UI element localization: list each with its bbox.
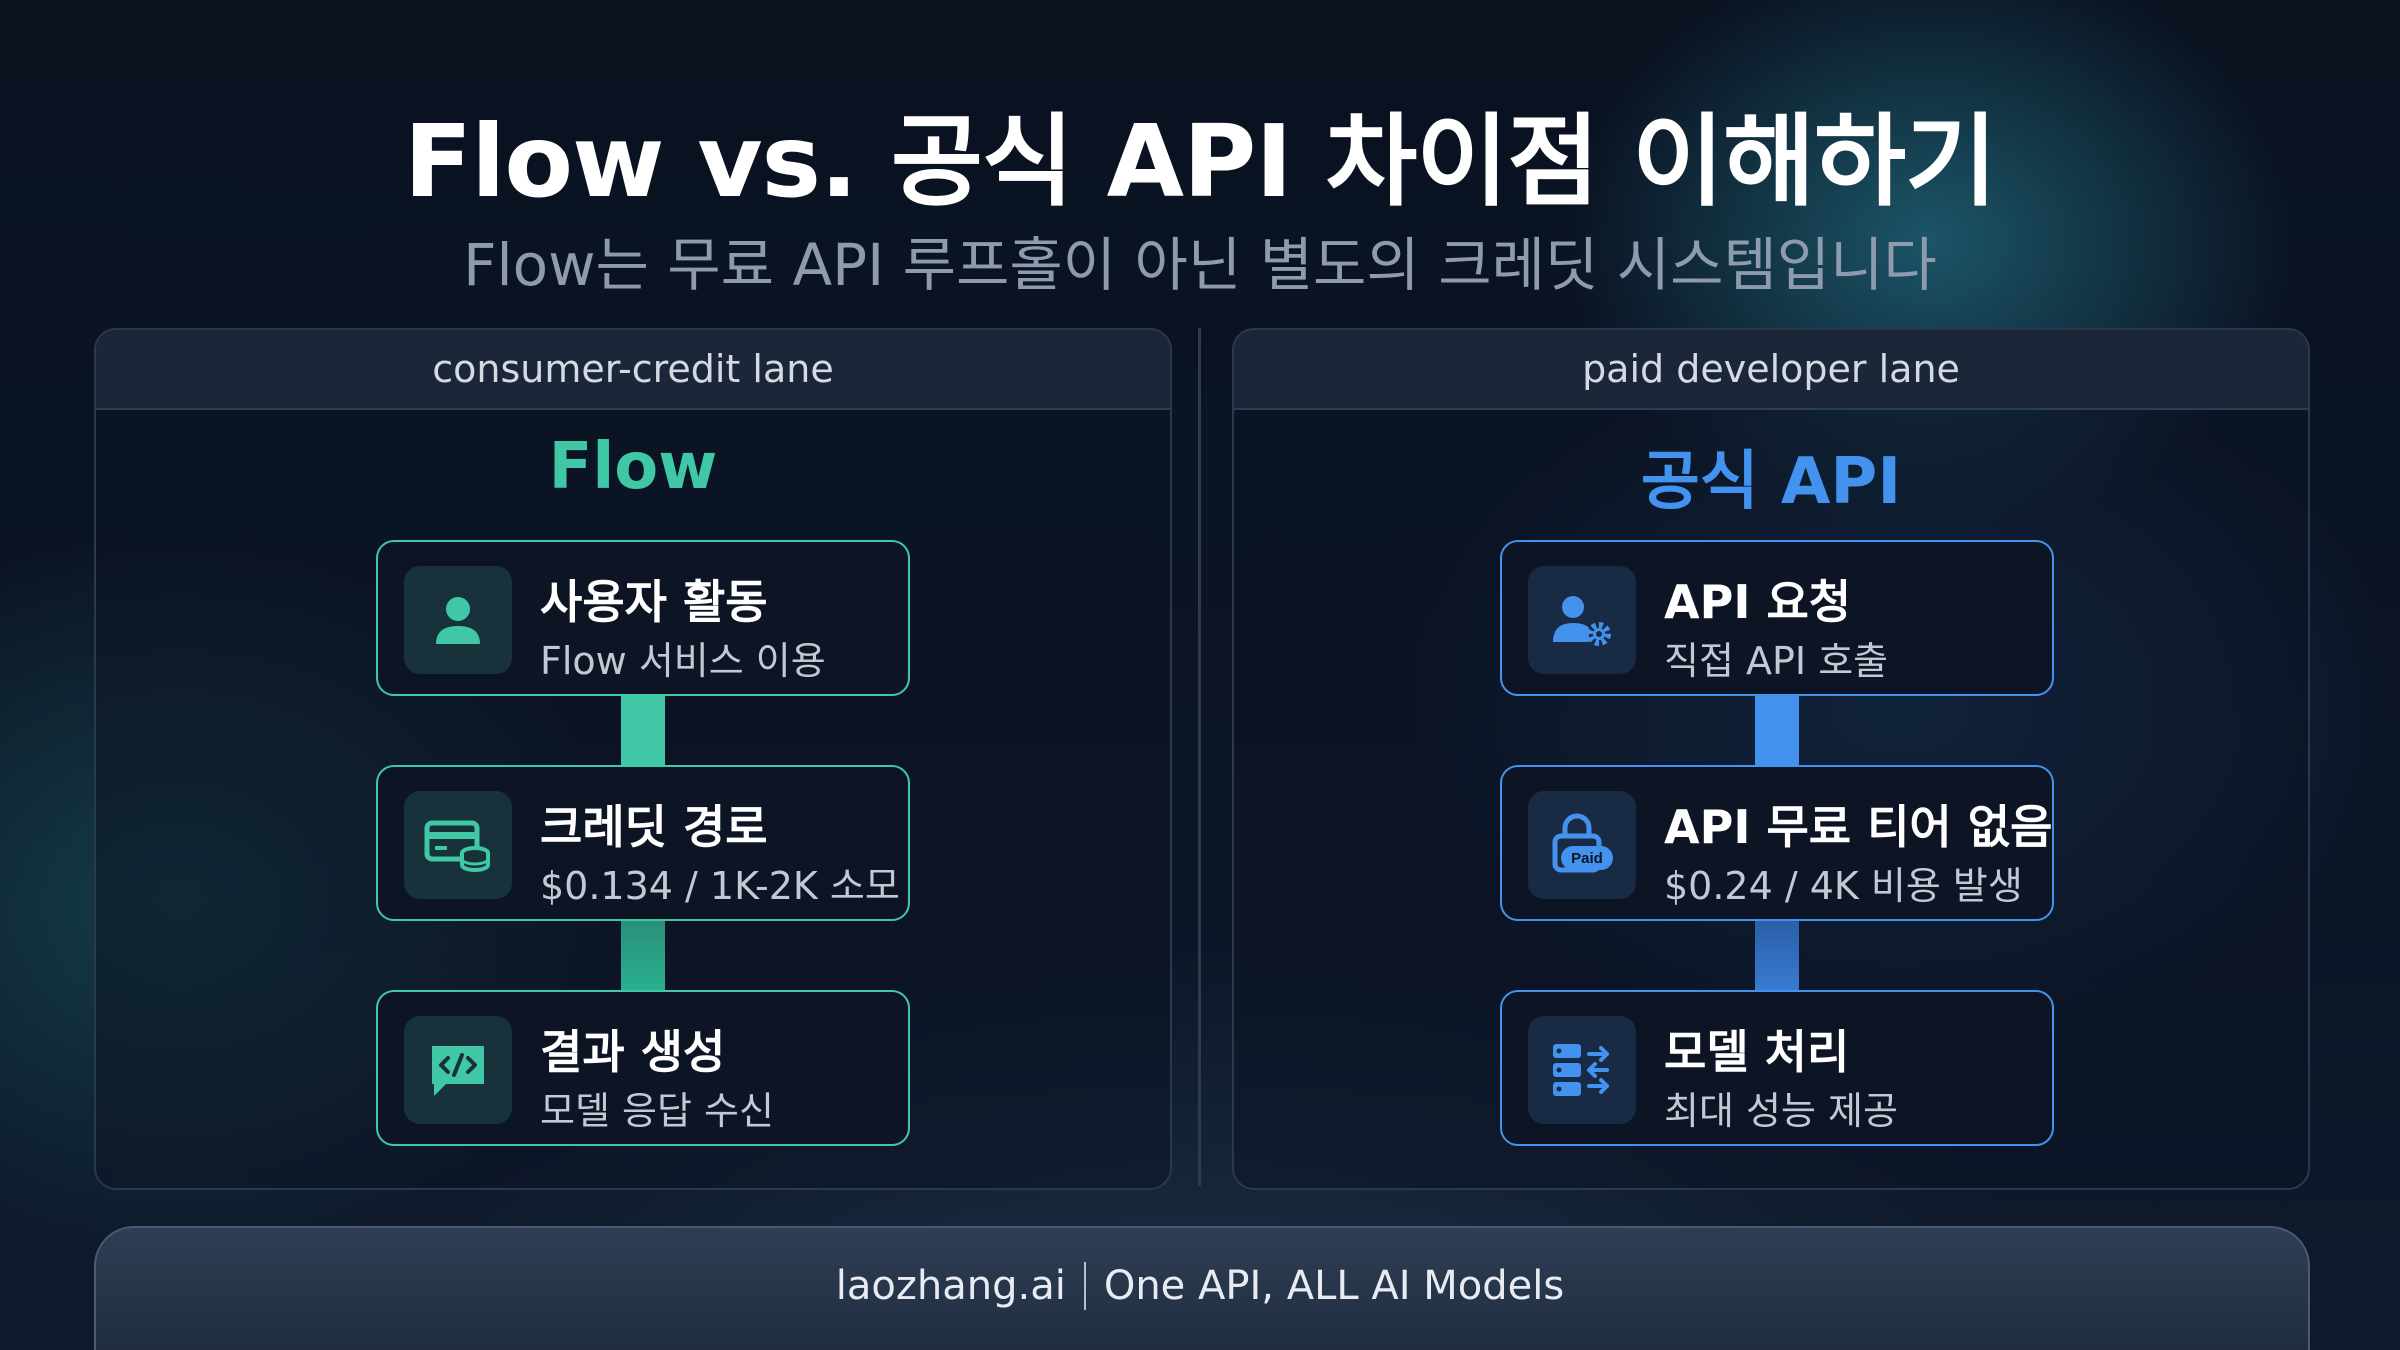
lane-flow: consumer-credit lane Flow 사용자 활동 Flow 서비… [94, 328, 1172, 1190]
footer-separator [1083, 1262, 1086, 1310]
flow-card-result: 결과 생성 모델 응답 수신 [376, 990, 910, 1146]
card-title: 사용자 활동 [540, 575, 768, 629]
footer-tagline: One API, ALL AI Models [1103, 1263, 1565, 1309]
flow-card-user-activity: 사용자 활동 Flow 서비스 이용 [376, 540, 910, 696]
api-card-model-processing: 모델 처리 최대 성능 제공 [1500, 990, 2054, 1146]
server-process-icon [1528, 1016, 1636, 1124]
card-subtitle: Flow 서비스 이용 [540, 639, 826, 683]
card-title: API 무료 티어 없음 [1664, 800, 2053, 854]
card-subtitle: $0.134 / 1K-2K 소모 [540, 864, 900, 908]
paid-badge-label: Paid [1571, 850, 1603, 867]
footer-text: laozhang.ai One API, ALL AI Models [0, 1262, 2400, 1310]
card-title: 크레딧 경로 [540, 800, 768, 854]
flow-connector [621, 696, 665, 765]
card-title: 모델 처리 [1664, 1025, 1850, 1079]
lane-header: paid developer lane [1234, 330, 2308, 410]
lane-divider [1198, 328, 1201, 1186]
card-subtitle: 최대 성능 제공 [1664, 1089, 1898, 1133]
code-chat-icon [404, 1016, 512, 1124]
card-subtitle: $0.24 / 4K 비용 발생 [1664, 864, 2023, 908]
paid-lock-icon: Paid [1528, 791, 1636, 899]
lane-title: 공식 API [1640, 445, 1902, 519]
user-icon [404, 566, 512, 674]
card-title: API 요청 [1664, 575, 1852, 629]
api-card-request: API 요청 직접 API 호출 [1500, 540, 2054, 696]
flow-connector-arrow [621, 921, 665, 990]
api-connector-arrow [1755, 921, 1799, 990]
footer-brand[interactable]: laozhang.ai [835, 1263, 1066, 1309]
flow-card-credit-path: 크레딧 경로 $0.134 / 1K-2K 소모 [376, 765, 910, 921]
api-connector [1755, 696, 1799, 765]
page-subtitle: Flow는 무료 API 루프홀이 아닌 별도의 크레딧 시스템입니다 [463, 231, 1937, 299]
footer-bar [94, 1226, 2310, 1350]
user-gear-icon [1528, 566, 1636, 674]
lane-title: Flow [548, 430, 718, 504]
lane-official-api: paid developer lane 공식 API API 요청 직접 API… [1232, 328, 2310, 1190]
card-title: 결과 생성 [540, 1025, 726, 1079]
page-title: Flow vs. 공식 API 차이점 이해하기 [403, 103, 1997, 220]
credit-card-coins-icon [404, 791, 512, 899]
card-subtitle: 직접 API 호출 [1664, 639, 1889, 683]
api-card-no-free-tier: Paid API 무료 티어 없음 $0.24 / 4K 비용 발생 [1500, 765, 2054, 921]
card-subtitle: 모델 응답 수신 [540, 1089, 774, 1133]
lane-header: consumer-credit lane [96, 330, 1170, 410]
